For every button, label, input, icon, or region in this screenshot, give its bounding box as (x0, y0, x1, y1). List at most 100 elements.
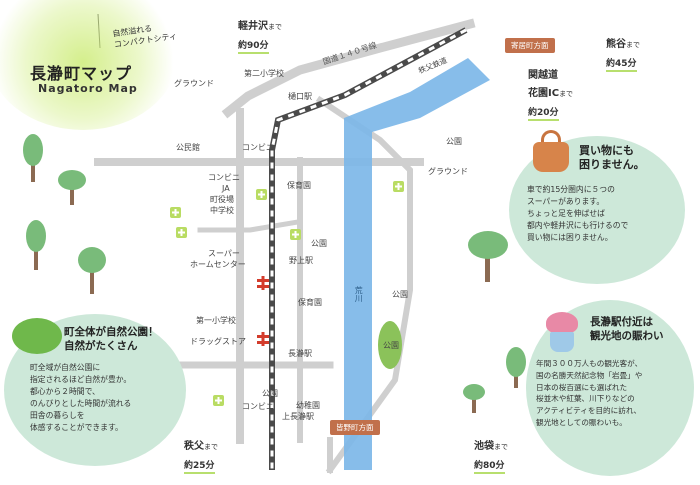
info-circle-tourism: 長瀞駅付近は 観光地の賑わい 年間３００万人もの観光客が、 国の名勝天然記念物「… (526, 300, 694, 476)
label-conveni-2: コンビニ (208, 173, 240, 182)
label-kaminagatoro-station: 上長瀞駅 (282, 412, 314, 421)
tree-icon (23, 134, 43, 182)
nature-body-line: のんびりとした時間が流れる (30, 399, 132, 409)
label-hoikuen-1: 保育園 (287, 181, 311, 190)
dest-time: 約45分 (606, 56, 637, 72)
tourism-body-line: 観光地としての賑わいも。 (536, 417, 627, 427)
map-title-block: 長瀞町マップ Nagatoro Map 自然溢れる コンパクトシティ (0, 0, 178, 130)
tree-icon (463, 384, 485, 413)
label-conveni-1: コンビニ (242, 143, 274, 152)
tree-icon (58, 170, 86, 205)
label-kindergarten: 幼稚園 (296, 401, 320, 410)
drugstore-markers (257, 276, 269, 346)
dest-name: 池袋 (474, 441, 494, 452)
direction-tag-minano: 皆野町方面 (330, 420, 380, 435)
nature-body-line: 体感することができます。 (30, 423, 123, 433)
shopping-body-line: スーパーがあります。 (527, 197, 605, 207)
nature-heading-2: 自然がたくさん (64, 339, 138, 352)
shopping-body-line: 車で約15分圏内に５つの (527, 185, 615, 194)
shaved-ice-icon (544, 312, 580, 354)
tree-icon (12, 318, 62, 354)
label-junior-high: 中学校 (210, 206, 234, 215)
nature-body-line: 指定されるほど自然が豊か。 (30, 375, 132, 385)
label-nagatoro-station: 長瀞駅 (288, 349, 312, 358)
dest-time: 約80分 (474, 458, 505, 474)
dest-chichibu: 秩父まで 約25分 (184, 434, 218, 474)
label-supermarket: スーパー (208, 249, 240, 258)
tourism-body-line: 桜並木や紅葉、川下りなどの (536, 394, 635, 404)
dest-name: 軽井沢 (238, 21, 268, 32)
river-island-park (378, 321, 402, 369)
national-road-140 (221, 18, 476, 119)
label-park-1: 公園 (311, 239, 327, 248)
map-title: 長瀞町マップ (30, 64, 133, 83)
dest-kanetsu: 関越道 花園ICまで 約20分 (528, 66, 573, 121)
shopping-body-line: 買い物には困りません。 (527, 233, 613, 243)
tourism-heading-1: 長瀞駅付近は (590, 316, 653, 328)
tree-icon (26, 220, 46, 270)
dest-suffix: まで (494, 443, 508, 451)
dest-suffix: まで (626, 41, 640, 49)
map-title-english: Nagatoro Map (38, 82, 138, 95)
label-park-island: 公園 (383, 341, 399, 350)
shopping-body-line: ちょっと足を伸ばせば (527, 209, 605, 219)
label-ground-1: グラウンド (174, 79, 214, 88)
nature-body-line: 田舎の暮らしを (30, 411, 85, 421)
dest-name-2: 花園IC (528, 88, 560, 99)
dest-suffix: まで (204, 443, 218, 451)
label-ja: JA (222, 184, 230, 193)
info-circle-nature: 町全体が自然公園！ 自然がたくさん 町全域が自然公園に 指定されるほど自然が豊か… (4, 314, 186, 466)
dest-ikebukuro: 池袋まで 約80分 (474, 434, 508, 474)
dest-time: 約25分 (184, 458, 215, 474)
tourism-heading-2: 観光地の賑わい (590, 329, 664, 342)
river-name: 荒川 (354, 286, 364, 302)
tourism-body-line: 年間３００万人もの観光客が、 (536, 359, 643, 368)
label-homecenter: ホームセンター (190, 260, 246, 269)
label-dai1-elementary: 第一小学校 (196, 316, 236, 325)
shopping-heading-1: 買い物にも (579, 144, 634, 157)
shopping-heading-2: 困りません。 (579, 158, 645, 172)
tourism-body-line: 国の名勝天然記念物「岩畳」や (536, 370, 643, 380)
label-park-4: 公園 (392, 290, 408, 299)
info-circle-shopping: 買い物にも 困りません。 車で約15分圏内に５つの スーパーがあります。 ちょっ… (509, 130, 685, 284)
park-markers (170, 181, 404, 406)
label-town-office: 町役場 (210, 195, 234, 204)
tree-icon (78, 247, 106, 294)
road-diagonal-left (197, 219, 301, 233)
tourism-body-line: アクティビティを目的に訪れ、 (536, 406, 642, 416)
label-kouminkan: 公民館 (176, 143, 200, 152)
dest-name: 秩父 (184, 441, 204, 452)
nature-body-line: 町全域が自然公園に (30, 363, 101, 372)
dest-time: 約90分 (238, 38, 269, 54)
dest-suffix: まで (268, 23, 282, 31)
label-park-3: 公園 (446, 137, 462, 146)
label-drugstore: ドラッグストア (190, 337, 246, 346)
dest-karuizawa: 軽井沢まで 約90分 (238, 14, 282, 54)
dest-kumagaya: 熊谷まで 約45分 (606, 32, 640, 72)
label-dai2-elementary: 第二小学校 (244, 69, 284, 78)
arakawa-river (344, 58, 490, 470)
direction-tag-yorii: 寄居町方面 (505, 38, 555, 53)
dest-name: 熊谷 (606, 39, 626, 50)
chichibu-railway (269, 27, 468, 470)
nature-body-line: 都心から２時間で、 (30, 387, 100, 397)
label-hoikuen-2: 保育園 (298, 298, 322, 307)
dest-name: 関越道 (528, 70, 558, 81)
label-conveni-3: コンビニ (242, 402, 274, 411)
title-glow (0, 0, 178, 130)
nature-heading-1: 町全体が自然公園！ (64, 326, 159, 338)
trees (23, 134, 526, 413)
shopping-bag-icon (531, 130, 571, 174)
label-park-2: 公園 (262, 389, 278, 398)
dest-suffix: まで (559, 90, 574, 98)
tree-icon (506, 347, 526, 388)
label-ground-2: グラウンド (428, 167, 468, 176)
shopping-body-line: 都内や軽井沢にも行けるので (527, 221, 629, 231)
river-label: 荒川 (354, 286, 363, 304)
tourism-body-line: 日本の桜百選にも選ばれた (536, 382, 628, 392)
label-nogami-station: 野上駅 (289, 256, 313, 265)
dest-time: 約20分 (528, 105, 559, 121)
tree-icon (468, 231, 508, 282)
label-higuchi-station: 樋口駅 (288, 92, 312, 101)
